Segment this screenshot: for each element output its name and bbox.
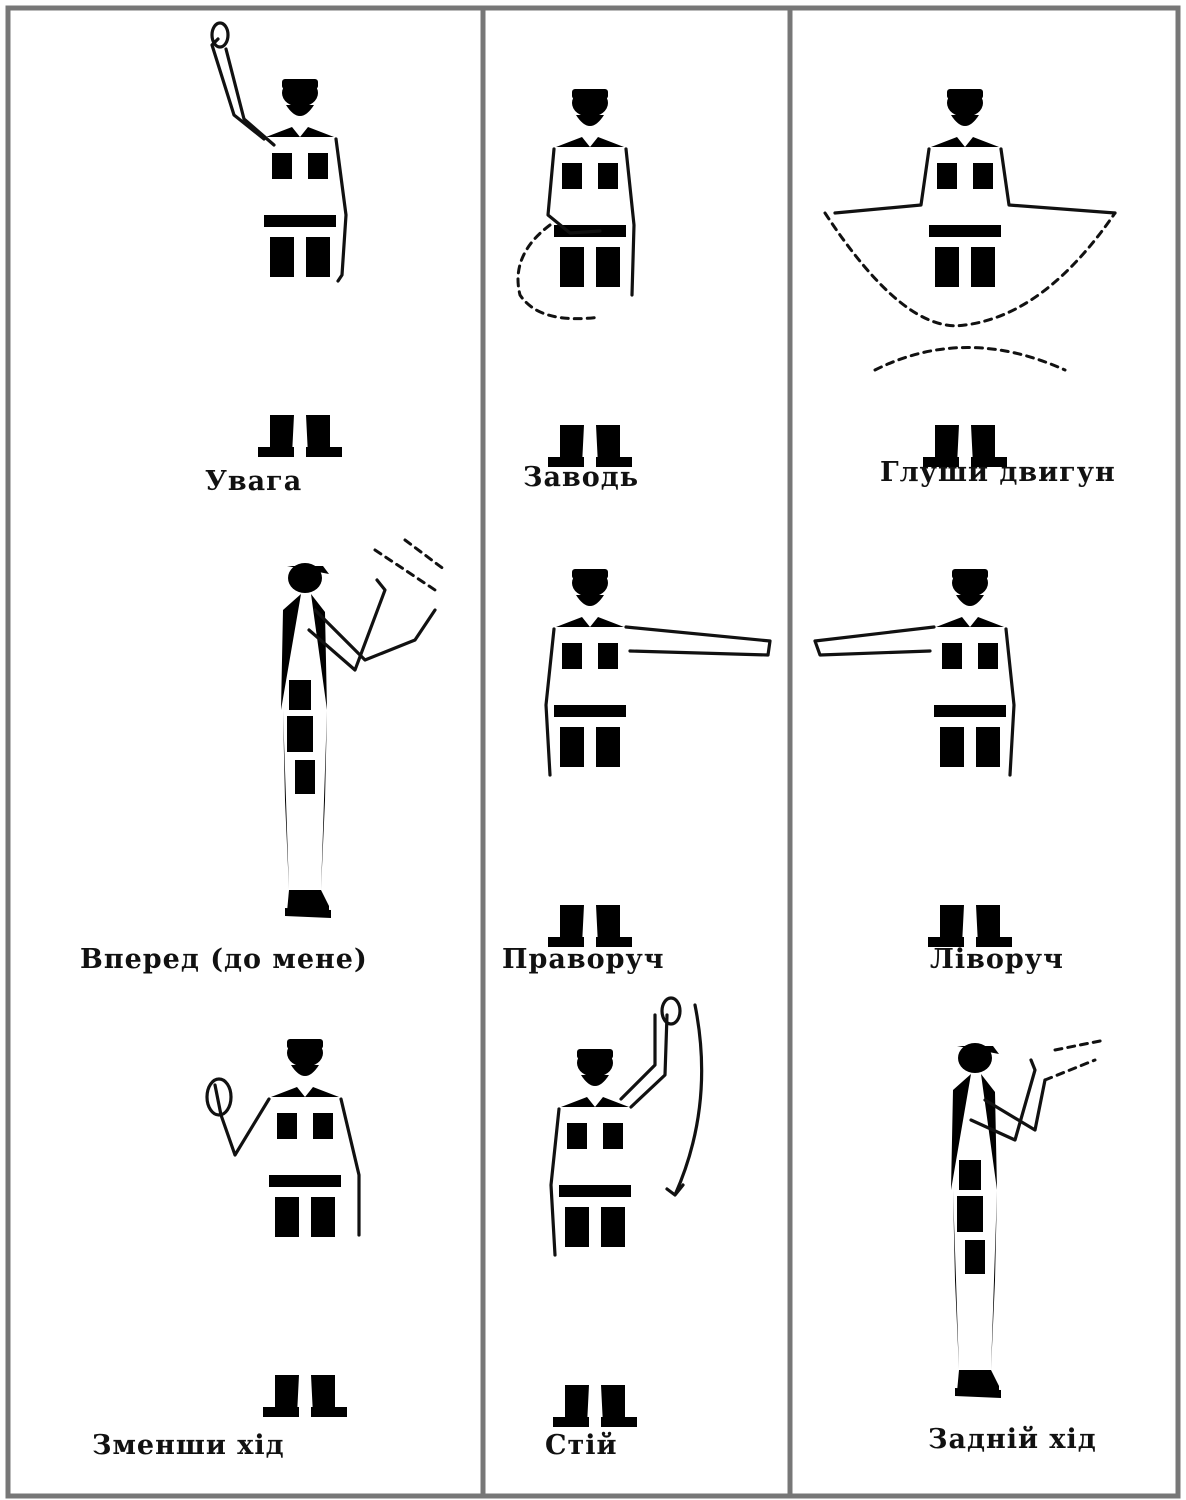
label-start: Заводь: [523, 462, 639, 493]
figure-left: [815, 569, 1014, 947]
label-slow-down: Зменши хід: [92, 1430, 285, 1461]
figure-forward: [281, 540, 445, 918]
label-reverse: Задній хід: [928, 1424, 1097, 1455]
label-stop: Стій: [545, 1430, 618, 1461]
figure-start: [518, 89, 634, 467]
label-attention: Увага: [205, 466, 302, 497]
figure-reverse: [951, 1040, 1105, 1398]
figure-slow-down: [207, 1039, 359, 1417]
label-forward: Вперед (до мене): [80, 944, 368, 975]
figure-attention: [212, 23, 346, 457]
figure-stop-engine: [825, 89, 1115, 467]
figure-stop: [551, 998, 702, 1427]
label-left: Ліворуч: [930, 944, 1064, 975]
figure-right: [546, 569, 770, 947]
label-stop-engine: Глуши двигун: [880, 457, 1116, 488]
label-right: Праворуч: [502, 944, 665, 975]
